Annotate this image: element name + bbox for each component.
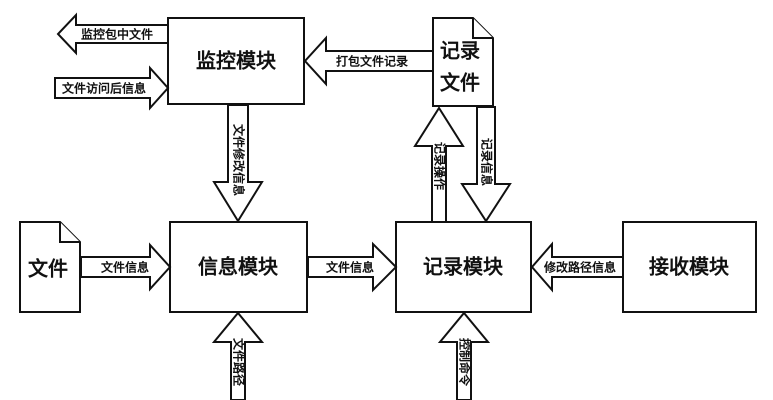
arrow-file-modify-info-label: 文件修改信息	[232, 124, 247, 196]
arrow-file-path: 文件路径	[211, 311, 265, 400]
arrow-file-modify-info: 文件修改信息	[212, 104, 264, 223]
arrow-file-info-to-record: 文件信息	[307, 241, 398, 293]
receive-module: 接收模块	[622, 221, 757, 313]
arrow-file-access-info-label: 文件访问后信息	[62, 81, 146, 96]
arrow-control-command-label: 控制命令	[458, 338, 473, 387]
arrow-record-info-label: 记录信息	[480, 138, 495, 186]
record-module: 记录模块	[395, 221, 532, 313]
arrow-package-file-record: 打包文件记录	[303, 35, 434, 87]
record-file-label-line1: 记录	[440, 39, 480, 63]
arrow-file-path-label: 文件路径	[232, 338, 247, 386]
monitor-module-label: 监控模块	[196, 49, 277, 73]
arrow-package-file-record-label: 打包文件记录	[336, 54, 408, 69]
monitor-module: 监控模块	[167, 17, 305, 105]
arrow-record-operation: 记录操作	[413, 106, 465, 223]
arrow-record-operation-label: 记录操作	[433, 142, 448, 190]
arrow-file-access-info: 文件访问后信息	[54, 65, 170, 111]
record-module-label: 记录模块	[423, 255, 504, 279]
arrow-file-info-in-label: 文件信息	[101, 260, 149, 275]
receive-module-label: 接收模块	[649, 255, 730, 279]
arrow-monitor-package-file-label: 监控包中文件	[81, 27, 153, 42]
arrow-control-command: 控制命令	[437, 311, 491, 400]
record-file-label-line2: 文件	[440, 71, 480, 95]
arrow-record-info: 记录信息	[460, 106, 512, 223]
arrow-monitor-package-file: 监控包中文件	[56, 12, 169, 56]
info-module: 信息模块	[169, 221, 308, 313]
arrow-file-info-in: 文件信息	[80, 242, 172, 292]
file-document-label: 文件	[28, 257, 68, 281]
arrow-modify-path-info: 修改路径信息	[530, 241, 624, 293]
record-file-document: 记录 文件	[432, 17, 494, 107]
arrow-file-info-to-record-label: 文件信息	[326, 260, 374, 275]
file-document: 文件	[19, 221, 81, 313]
arrow-modify-path-info-label: 修改路径信息	[543, 260, 616, 275]
info-module-label: 信息模块	[198, 255, 279, 279]
